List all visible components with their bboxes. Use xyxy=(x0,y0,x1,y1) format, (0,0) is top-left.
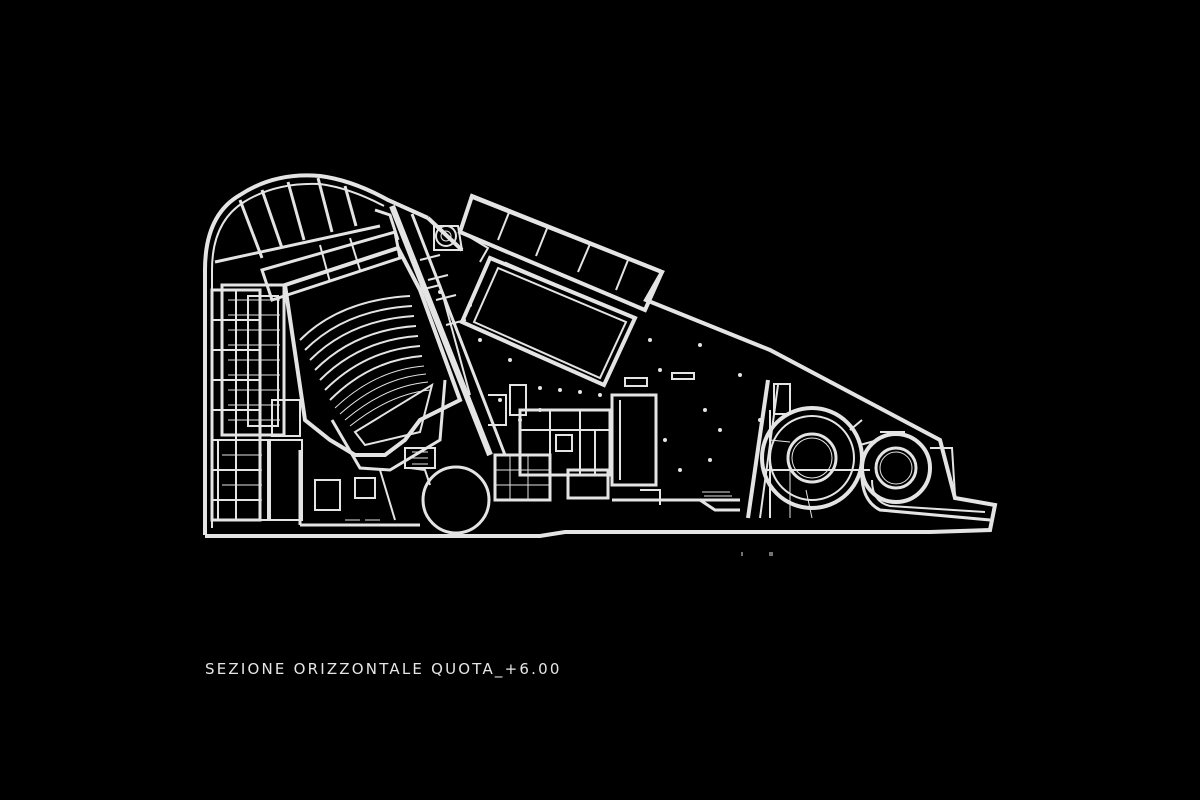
building-outline xyxy=(203,173,998,538)
circular-room-large xyxy=(760,406,879,519)
exterior-marks xyxy=(741,552,773,556)
spiral-stair xyxy=(433,225,490,263)
drawing-caption: SEZIONE ORIZZONTALE QUOTA_+6.00 xyxy=(205,660,562,678)
rotunda-small xyxy=(404,447,491,535)
left-wing-rooms xyxy=(214,177,402,302)
hall-columns xyxy=(438,290,762,472)
upper-hall-block xyxy=(457,193,665,388)
left-room-column xyxy=(210,283,303,522)
auditorium xyxy=(282,245,471,472)
circular-room-small xyxy=(860,431,991,522)
center-right-rooms xyxy=(610,372,740,512)
service-core xyxy=(488,384,612,502)
lower-lobby xyxy=(298,450,420,527)
diagonal-corridor xyxy=(389,204,507,457)
